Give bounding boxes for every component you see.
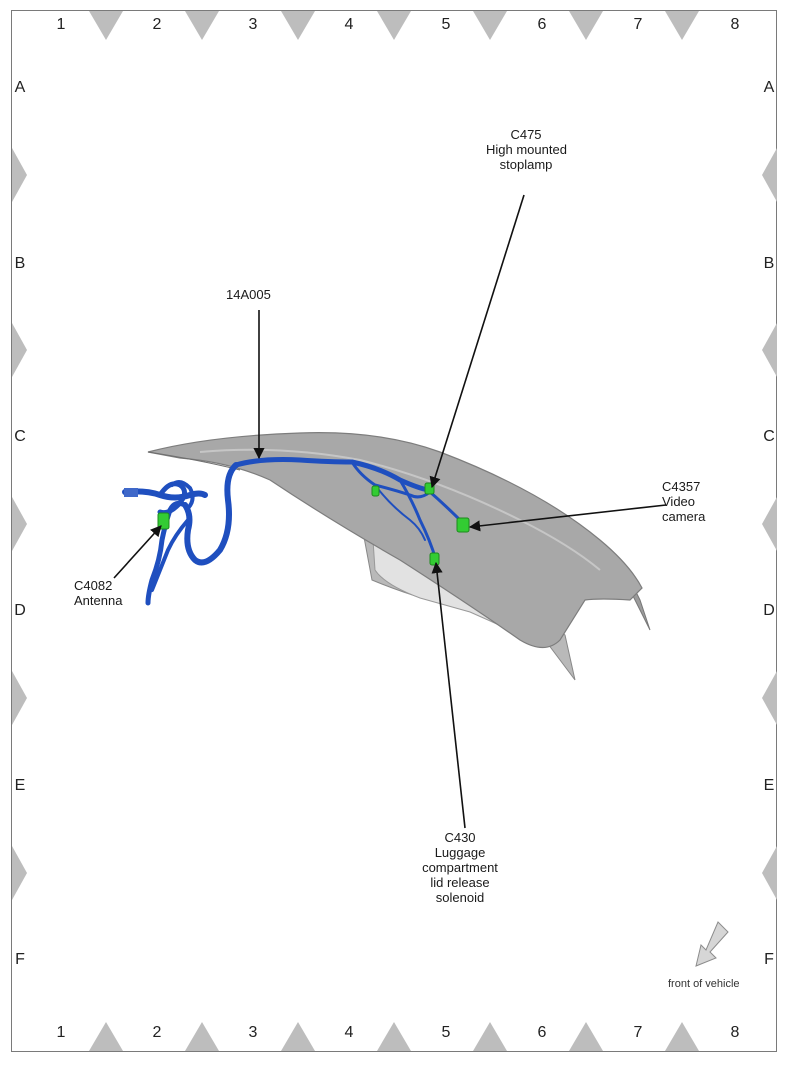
label-line: camera bbox=[662, 509, 706, 524]
grid-marker-bottom bbox=[377, 1022, 411, 1051]
grid-marker-bottom bbox=[665, 1022, 699, 1051]
grid-column-number: 1 bbox=[56, 16, 66, 33]
grid-column-number: 5 bbox=[441, 1024, 451, 1041]
label-line: stoplamp bbox=[499, 157, 553, 172]
grid-marker-top bbox=[569, 11, 603, 40]
grid-column-number: 8 bbox=[730, 1024, 740, 1041]
label-line: C4082 bbox=[74, 578, 113, 593]
harness-branch-inner bbox=[374, 484, 426, 541]
leader-lines bbox=[113, 194, 667, 829]
grid-column-number: 6 bbox=[537, 16, 547, 33]
grid-column-number: 3 bbox=[248, 1024, 258, 1041]
connector-c4357 bbox=[456, 517, 470, 533]
grid-marker-right bbox=[762, 148, 777, 202]
label-line: Video bbox=[662, 494, 696, 509]
grid-marker-top bbox=[89, 11, 123, 40]
grid-column-number: 6 bbox=[537, 1024, 547, 1041]
grid-column-number: 5 bbox=[441, 16, 451, 33]
grid-column-number: 2 bbox=[152, 16, 162, 33]
grid-marker-bottom bbox=[473, 1022, 507, 1051]
grid-marker-bottom bbox=[281, 1022, 315, 1051]
harness-coil-1 bbox=[122, 488, 208, 501]
harness-branch-solenoid bbox=[398, 478, 438, 562]
grid-marker-right bbox=[762, 846, 777, 900]
grid-marker-top bbox=[185, 11, 219, 40]
grid-marker-bottom bbox=[569, 1022, 603, 1051]
grid-marker-right bbox=[762, 323, 777, 377]
label-line: High mounted bbox=[486, 142, 567, 157]
grid-column-number: 7 bbox=[633, 1024, 643, 1041]
label-line: Luggage bbox=[434, 845, 486, 860]
grid-row-letter: E bbox=[763, 777, 775, 794]
label-c4082: C4082 Antenna bbox=[74, 578, 122, 608]
label-line: C4357 bbox=[662, 479, 701, 494]
grid-column-number: 8 bbox=[730, 16, 740, 33]
label-line: solenoid bbox=[435, 890, 485, 905]
grid-row-letter: A bbox=[14, 79, 26, 96]
label-line: C430 bbox=[444, 830, 476, 845]
grid-row-letter: D bbox=[763, 602, 775, 619]
label-line: Antenna bbox=[74, 593, 123, 608]
grid-marker-bottom bbox=[89, 1022, 123, 1051]
harness-coil-3 bbox=[170, 480, 195, 510]
connector-c4082 bbox=[157, 512, 170, 530]
grid-row-letter: A bbox=[763, 79, 775, 96]
grid-marker-bottom bbox=[185, 1022, 219, 1051]
grid-row-letter: C bbox=[763, 428, 775, 445]
grid-marker-top bbox=[473, 11, 507, 40]
grid-marker-top bbox=[377, 11, 411, 40]
grid-column-number: 1 bbox=[56, 1024, 66, 1041]
front-of-vehicle-label: front of vehicle bbox=[668, 978, 740, 990]
grid-column-number: 2 bbox=[152, 1024, 162, 1041]
connector-mid bbox=[371, 485, 380, 497]
leader-c4082 bbox=[113, 525, 162, 579]
grid-marker-top bbox=[665, 11, 699, 40]
grid-row-letter: B bbox=[14, 255, 26, 272]
grid-marker-right bbox=[762, 671, 777, 725]
harness-branch-stoplamp bbox=[350, 460, 432, 499]
grid-row-letter: F bbox=[764, 951, 774, 968]
label-line: compartment bbox=[422, 860, 498, 875]
label-14a005: 14A005 bbox=[226, 287, 271, 302]
grid-row-letter: B bbox=[763, 255, 775, 272]
connector-c430 bbox=[429, 552, 440, 566]
label-c430: C430 Luggage compartment lid release sol… bbox=[415, 830, 505, 905]
label-c475: C475 High mounted stoplamp bbox=[486, 127, 567, 172]
leader-c475 bbox=[429, 194, 525, 489]
grid-marker-left bbox=[12, 323, 27, 377]
grid-column-number: 4 bbox=[344, 1024, 354, 1041]
grid-row-letter: E bbox=[14, 777, 26, 794]
grid-marker-left bbox=[12, 846, 27, 900]
grid-row-letter: C bbox=[14, 428, 26, 445]
grid-markers bbox=[12, 11, 777, 1051]
grid-row-letter: F bbox=[15, 951, 25, 968]
grid-marker-right bbox=[762, 497, 777, 551]
grid-column-number: 3 bbox=[248, 16, 258, 33]
label-line: C475 bbox=[510, 127, 542, 142]
label-text: 14A005 bbox=[226, 287, 271, 302]
grid-row-letter: D bbox=[14, 602, 26, 619]
label-line: lid release bbox=[430, 875, 490, 890]
harness-end-pigtail bbox=[124, 488, 138, 497]
wiring-harness bbox=[122, 457, 464, 606]
lid-outer-skin bbox=[147, 432, 643, 649]
harness-antenna-lead2 bbox=[150, 518, 190, 592]
grid-marker-top bbox=[281, 11, 315, 40]
grid-column-number: 7 bbox=[633, 16, 643, 33]
harness-antenna-lead bbox=[145, 500, 188, 606]
grid-marker-left bbox=[12, 148, 27, 202]
grid-marker-left bbox=[12, 497, 27, 551]
leader-c430 bbox=[431, 561, 466, 829]
grid-marker-left bbox=[12, 671, 27, 725]
arrow-down-left-icon bbox=[695, 921, 729, 967]
harness-down-loop bbox=[182, 462, 239, 566]
label-c4357: C4357 Video camera bbox=[662, 479, 705, 524]
grid-column-number: 4 bbox=[344, 16, 354, 33]
leader-c4357 bbox=[468, 504, 667, 532]
lid-highlight bbox=[199, 448, 601, 571]
